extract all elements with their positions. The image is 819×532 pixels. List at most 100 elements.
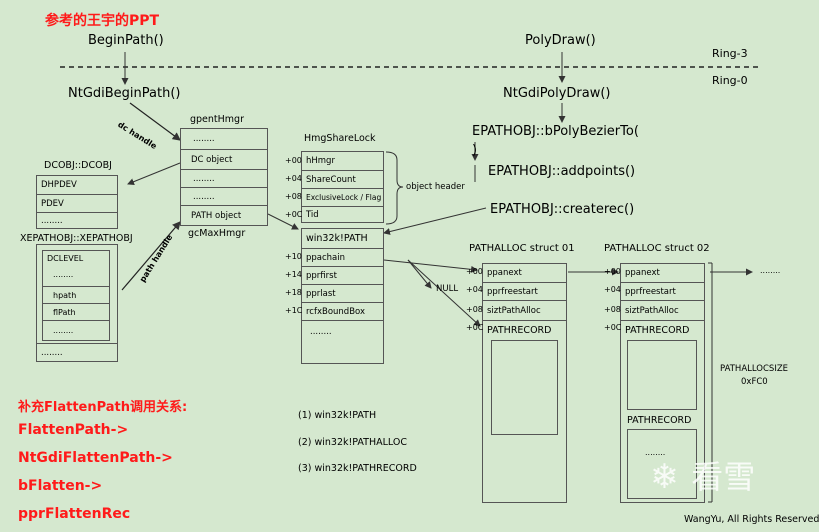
palloc2-offset: +0C bbox=[604, 323, 622, 332]
gpent-table: ........ DC object ........ ........ PAT… bbox=[180, 128, 268, 226]
object-header-brace bbox=[385, 151, 404, 225]
arrow-dc-object bbox=[127, 162, 181, 185]
flatten-line: FlattenPath-> bbox=[18, 422, 129, 438]
bpolybezier-label: EPATHOBJ::bPolyBezierTo( bbox=[472, 124, 639, 139]
hmg-title: HmgShareLock bbox=[304, 133, 376, 144]
ring3-label: Ring-3 bbox=[712, 47, 748, 60]
palloc1-record-label: PATHRECORD bbox=[483, 320, 566, 340]
page-title: 参考的王宇的PPT bbox=[45, 13, 160, 29]
watermark-logo: ❄ 看雪 bbox=[650, 457, 756, 497]
struct-list-item: (1) win32k!PATH bbox=[298, 410, 377, 421]
struct-list-item: (3) win32k!PATHRECORD bbox=[298, 463, 417, 474]
poly-draw-label: PolyDraw() bbox=[525, 33, 596, 48]
xepath-table: DCLEVEL ........ hpath flPath ........ .… bbox=[36, 244, 118, 362]
flatten-line: bFlatten-> bbox=[18, 478, 103, 494]
path-row: ........ bbox=[302, 320, 383, 342]
null-label: NULL bbox=[436, 284, 459, 294]
path-table: win32k!PATH ppachain pprfirst pprlast rc… bbox=[301, 228, 384, 364]
gpent-row: ........ bbox=[193, 134, 215, 144]
path-row: rcfxBoundBox bbox=[302, 302, 383, 320]
dclevel-row: hpath bbox=[43, 286, 109, 303]
xepath-title: XEPATHOBJ::XEPATHOBJ bbox=[20, 233, 133, 244]
palloc1-row: ppanext bbox=[487, 268, 522, 278]
palloc1-row: siztPathAlloc bbox=[483, 300, 566, 320]
dclevel-row: flPath bbox=[43, 303, 109, 320]
palloc1-offset: +08 bbox=[466, 305, 483, 314]
palloc1-table: ppanext pprfreestart siztPathAlloc PATHR… bbox=[482, 263, 567, 503]
gpent-row: ........ bbox=[181, 187, 267, 205]
flatten-line: pprFlattenRec bbox=[18, 506, 131, 522]
hmg-row: ExclusiveLock / Flag bbox=[302, 188, 383, 206]
gpent-row: ........ bbox=[181, 169, 267, 187]
palloc2-offset: +04 bbox=[604, 285, 621, 294]
palloc1-title: PATHALLOC struct 01 bbox=[469, 243, 575, 254]
dclevel-row: ........ bbox=[53, 270, 74, 279]
palloc2-dots: ........ bbox=[645, 448, 666, 457]
dcobj-table: DHPDEV PDEV ........ bbox=[36, 175, 118, 229]
path-row: pprfirst bbox=[302, 266, 383, 284]
palloc1-row: pprfreestart bbox=[483, 282, 566, 300]
palloc1-offset: +04 bbox=[466, 285, 483, 294]
ring0-label: Ring-0 bbox=[712, 74, 748, 87]
path-offset: +14 bbox=[285, 270, 302, 279]
arrow-pprlast bbox=[407, 259, 432, 289]
bpolybezier-label-cont: ) bbox=[472, 143, 478, 158]
path-offset: +10 bbox=[285, 252, 302, 261]
arrow-path-object bbox=[267, 213, 299, 230]
nt-poly-draw-label: NtGdiPolyDraw() bbox=[503, 86, 611, 101]
begin-path-label: BeginPath() bbox=[88, 33, 164, 48]
object-header-label: object header bbox=[406, 182, 465, 192]
gpent-row: DC object bbox=[181, 149, 267, 169]
arrow-ppachain bbox=[383, 259, 478, 273]
addpoints-label: EPATHOBJ::addpoints() bbox=[488, 164, 636, 179]
hmg-row: ShareCount bbox=[302, 170, 383, 188]
hmg-row: Tid bbox=[302, 206, 383, 223]
palloc2-table: ppanext pprfreestart siztPathAlloc PATHR… bbox=[620, 263, 705, 503]
palloc2-record-label-2: PATHRECORD bbox=[627, 415, 692, 426]
palloc1-offset: +00 bbox=[466, 267, 483, 276]
palloc1-record-box bbox=[491, 340, 558, 435]
arrow-path-handle bbox=[121, 221, 181, 291]
flatten-line: NtGdiFlattenPath-> bbox=[18, 450, 173, 466]
pathallocsize-label: PATHALLOCSIZE bbox=[720, 364, 789, 374]
arrow-dc-handle bbox=[129, 102, 181, 141]
dcobj-row: DHPDEV bbox=[41, 180, 77, 190]
xepath-bottom-row: ........ bbox=[37, 343, 117, 362]
arrow-pprfirst bbox=[407, 259, 481, 327]
struct-list-item: (2) win32k!PATHALLOC bbox=[298, 437, 407, 448]
gpent-row: PATH object bbox=[181, 205, 267, 226]
flatten-heading: 补充FlattenPath调用关系: bbox=[18, 400, 188, 415]
palloc-more: ........ bbox=[760, 266, 781, 275]
palloc2-record-label-1: PATHRECORD bbox=[621, 320, 704, 340]
palloc2-offset: +00 bbox=[604, 267, 621, 276]
palloc1-offset: +0C bbox=[466, 323, 484, 332]
path-row: pprlast bbox=[302, 284, 383, 302]
path-title: win32k!PATH bbox=[306, 233, 368, 244]
copyright: WangYu, All Rights Reserved. bbox=[684, 514, 819, 525]
path-offset: +1C bbox=[285, 306, 303, 315]
arrow-createrec-path bbox=[383, 207, 487, 235]
snowflake-icon: ❄ bbox=[650, 457, 679, 497]
palloc2-offset: +08 bbox=[604, 305, 621, 314]
path-offset: +18 bbox=[285, 288, 302, 297]
palloc2-record-box-1 bbox=[627, 340, 697, 410]
dclevel-row: ........ bbox=[43, 320, 109, 340]
pathallocsize-value: 0xFC0 bbox=[741, 377, 768, 387]
nt-begin-path-label: NtGdiBeginPath() bbox=[68, 86, 181, 101]
dcobj-row: PDEV bbox=[37, 194, 117, 212]
createrec-label: EPATHOBJ::createrec() bbox=[490, 202, 635, 217]
hmg-offset: +0C bbox=[285, 210, 303, 219]
dcobj-row: ........ bbox=[37, 212, 117, 229]
hmg-header-table: hHmgr ShareCount ExclusiveLock / Flag Ti… bbox=[301, 151, 384, 223]
hmg-offset: +08 bbox=[285, 192, 302, 201]
dcobj-title: DCOBJ::DCOBJ bbox=[44, 160, 112, 171]
path-row: ppachain bbox=[302, 248, 383, 266]
palloc2-row: siztPathAlloc bbox=[621, 300, 704, 320]
palloc2-row: ppanext bbox=[625, 268, 660, 278]
gpent-footer: gcMaxHmgr bbox=[188, 228, 246, 239]
hmg-row: hHmgr bbox=[306, 156, 335, 166]
palloc2-row: pprfreestart bbox=[621, 282, 704, 300]
palloc2-record-box-2 bbox=[627, 429, 697, 499]
gpent-title: gpentHmgr bbox=[190, 114, 244, 125]
